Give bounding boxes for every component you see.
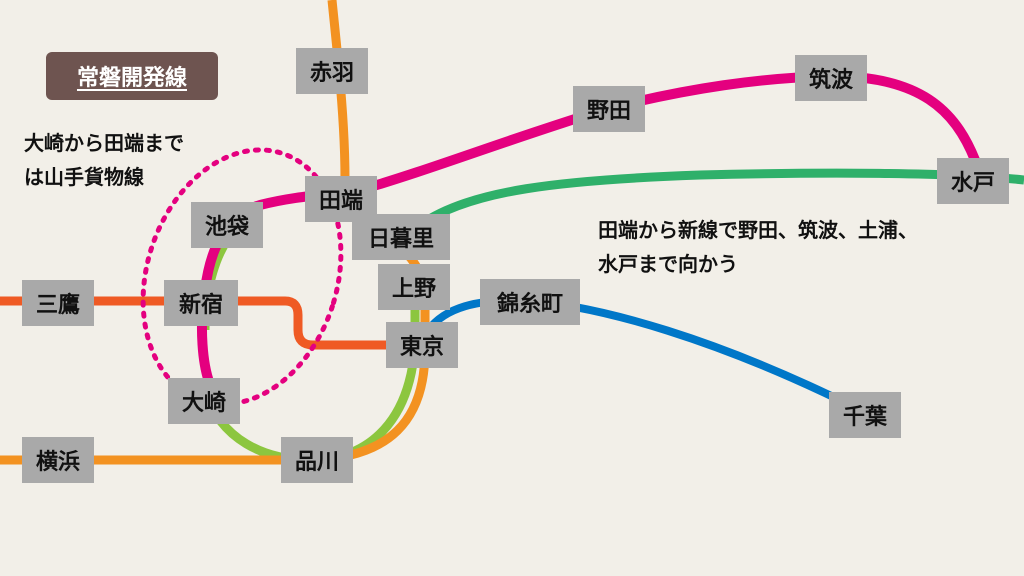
- map-title: 常磐開発線: [46, 52, 218, 100]
- station-tsukuba: 筑波: [795, 55, 867, 101]
- station-mito: 水戸: [937, 158, 1009, 204]
- station-akabane: 赤羽: [296, 48, 368, 94]
- station-tokyo: 東京: [386, 322, 458, 368]
- station-osaki: 大崎: [168, 378, 240, 424]
- station-yokohama: 横浜: [22, 437, 94, 483]
- station-noda: 野田: [573, 86, 645, 132]
- station-ikebukuro: 池袋: [191, 202, 263, 248]
- note-yamanote-freight: 大崎から田端まで は山手貨物線: [24, 131, 184, 189]
- station-mitaka: 三鷹: [22, 280, 94, 326]
- station-ueno: 上野: [378, 264, 450, 310]
- station-shinjuku: 新宿: [164, 280, 238, 326]
- station-shinagawa: 品川: [281, 437, 353, 483]
- station-kinshicho: 錦糸町: [480, 279, 580, 325]
- chuo-line: [0, 296, 420, 350]
- note-new-line: 田端から新線で野田、筑波、土浦、 水戸まで向かう: [598, 218, 918, 276]
- station-chiba: 千葉: [829, 392, 901, 438]
- station-nippori: 日暮里: [352, 214, 450, 260]
